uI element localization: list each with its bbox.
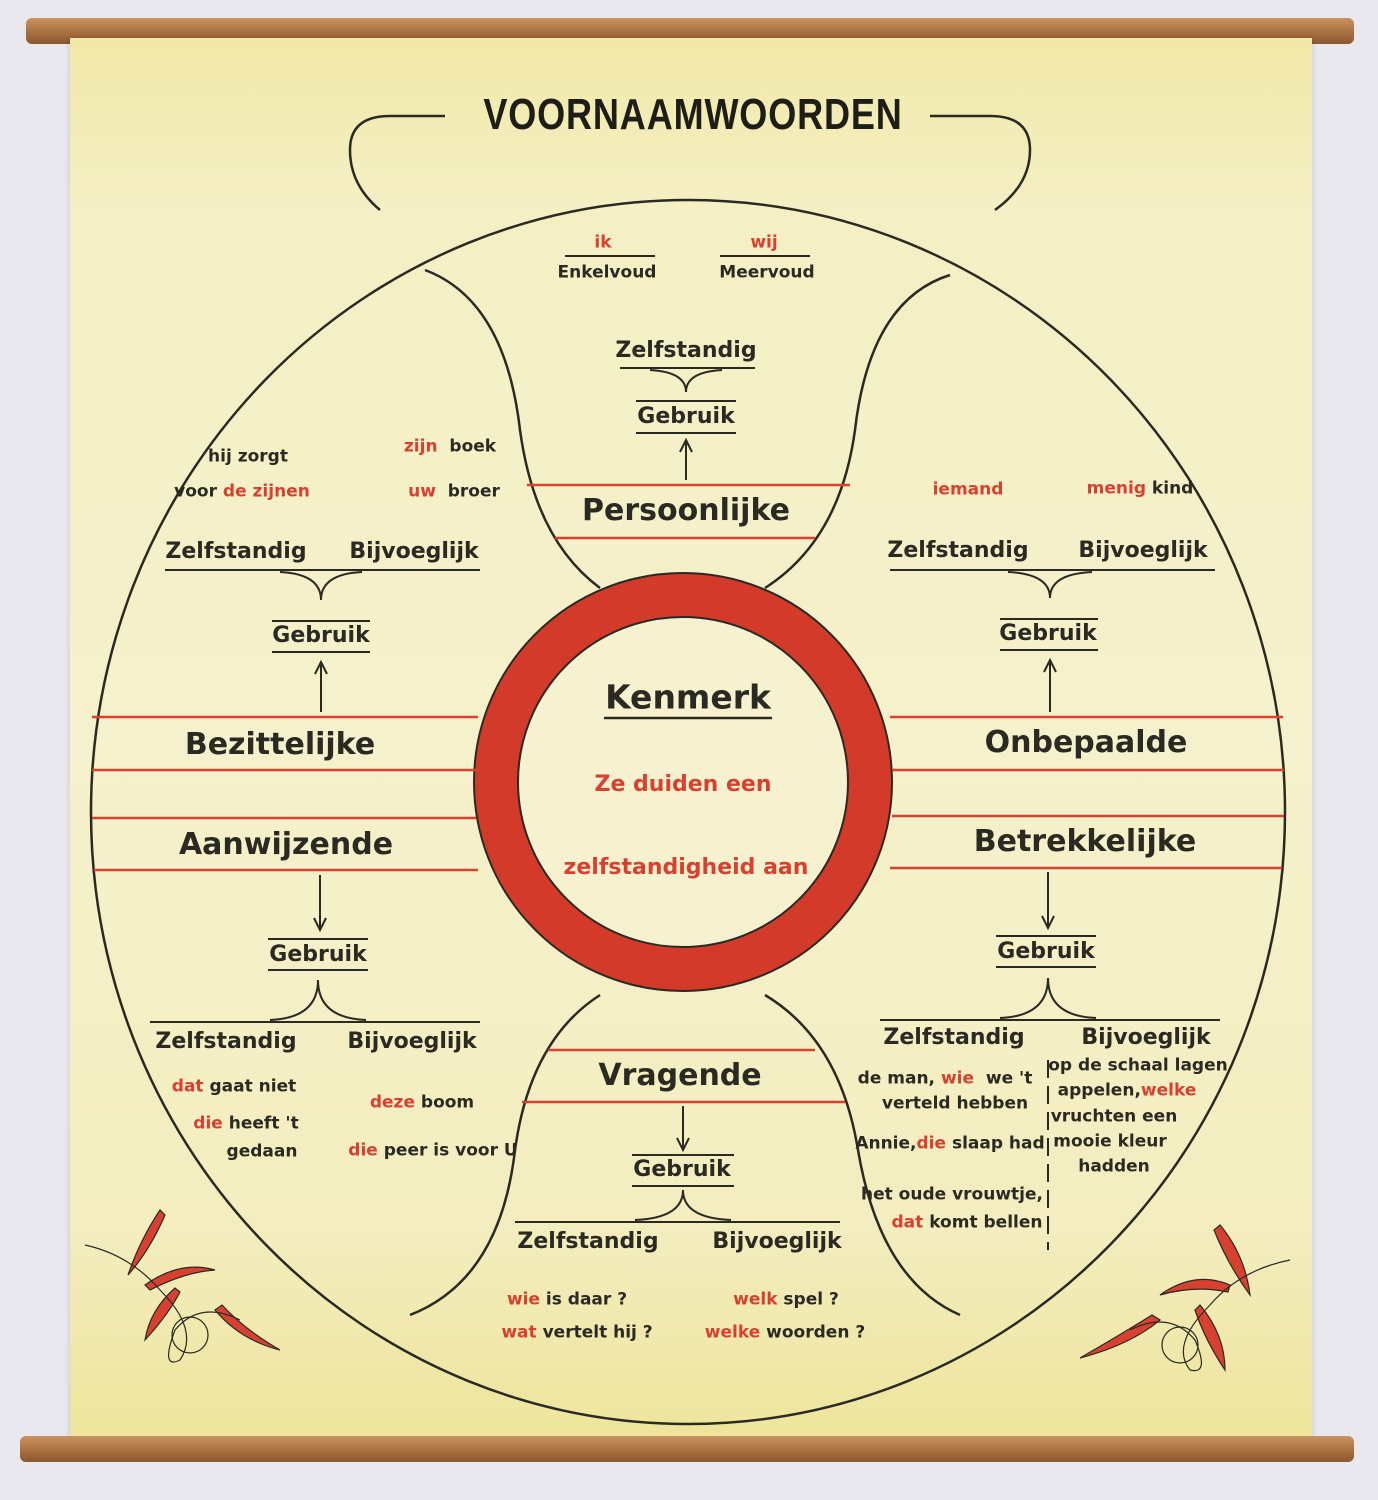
example-op-de-schaal: op de schaal lagen — [1048, 1055, 1228, 1076]
curve-top-right — [764, 273, 951, 590]
example-uw-broer: uw broer — [408, 481, 500, 502]
aanwijzende-bijvoeglijk: Bijvoeglijk — [347, 1029, 477, 1054]
example-het-oude-vrouwtje: het oude vrouwtje, — [861, 1184, 1043, 1205]
category-bezittelijke: Bezittelijke — [184, 727, 376, 762]
example-die-heeft-t: die heeft 't — [193, 1113, 299, 1134]
example-dat-gaat-niet: dat gaat niet — [171, 1076, 297, 1097]
title-bracket-left — [348, 114, 445, 211]
example-welk-spel: welk spel ? — [733, 1289, 839, 1310]
category-vragende: Vragende — [598, 1058, 762, 1093]
flower-ornament-left — [84, 1209, 281, 1363]
example-ik: ik — [594, 232, 612, 253]
label-enkelvoud: Enkelvoud — [557, 262, 657, 283]
vragende-zelfstandig: Zelfstandig — [517, 1229, 659, 1254]
onbepaalde-gebruik: Gebruik — [999, 621, 1097, 646]
example-hij-zorgt: hij zorgt — [208, 446, 288, 467]
center-red-ring — [474, 573, 892, 991]
curve-top-left — [424, 268, 601, 590]
example-deze-boom: deze boom — [369, 1092, 475, 1113]
example-die-peer: die peer is voor U — [348, 1140, 518, 1161]
vragende-gebruik: Gebruik — [633, 1157, 731, 1182]
label-meervoud: Meervoud — [719, 262, 815, 283]
example-zijn-boek: zijn boek — [403, 436, 497, 457]
category-aanwijzende: Aanwijzende — [178, 827, 394, 862]
example-wie-is-daar: wie is daar ? — [506, 1289, 628, 1310]
bottom-roller — [20, 1436, 1354, 1462]
center-line-1: Ze duiden een — [594, 772, 772, 797]
example-vruchten-een: vruchten een — [1050, 1106, 1178, 1127]
betrekkelijke-zelfstandig: Zelfstandig — [883, 1025, 1025, 1050]
persoonlijke-zelfstandig: Zelfstandig — [615, 338, 757, 363]
persoonlijke-gebruik: Gebruik — [637, 404, 735, 429]
example-annie-die: Annie,die slaap had — [855, 1133, 1045, 1154]
example-wat-vertelt-hij: wat vertelt hij ? — [501, 1322, 653, 1343]
example-hadden: hadden — [1078, 1156, 1150, 1177]
vragende-bijvoeglijk: Bijvoeglijk — [712, 1229, 842, 1254]
aanwijzende-gebruik: Gebruik — [269, 942, 367, 967]
example-voor-de-zijnen: voor de zijnen — [174, 481, 310, 502]
flower-ornament-right — [1079, 1224, 1291, 1372]
category-onbepaalde: Onbepaalde — [984, 725, 1188, 760]
example-appelen-welke: appelen,welke — [1057, 1080, 1197, 1101]
center-line-2: zelfstandigheid aan — [563, 855, 809, 880]
curve-bottom-right — [764, 993, 961, 1317]
category-persoonlijke: Persoonlijke — [582, 493, 790, 528]
example-welke-woorden: welke woorden ? — [704, 1322, 866, 1343]
example-mooie-kleur: mooie kleur — [1053, 1131, 1167, 1152]
onbepaalde-bijvoeglijk: Bijvoeglijk — [1078, 538, 1208, 563]
betrekkelijke-bijvoeglijk: Bijvoeglijk — [1081, 1025, 1211, 1050]
example-menig-kind: menig kind — [1086, 478, 1194, 499]
center-heading: Kenmerk — [605, 677, 771, 717]
example-gedaan: gedaan — [226, 1141, 298, 1162]
curve-bottom-left — [409, 993, 601, 1317]
example-iemand: iemand — [932, 479, 1004, 500]
outer-circle — [89, 198, 1287, 1426]
example-dat-komt-bellen: dat komt bellen — [891, 1212, 1043, 1233]
title-bracket-right — [930, 114, 1032, 212]
bezittelijke-gebruik: Gebruik — [272, 623, 370, 648]
category-betrekkelijke: Betrekkelijke — [973, 824, 1197, 859]
onbepaalde-zelfstandig: Zelfstandig — [887, 538, 1029, 563]
bezittelijke-bijvoeglijk: Bijvoeglijk — [349, 539, 479, 564]
example-de-man-wie: de man, wie we 't — [857, 1068, 1033, 1089]
betrekkelijke-gebruik: Gebruik — [997, 939, 1095, 964]
example-wij: wij — [750, 232, 778, 253]
bezittelijke-zelfstandig: Zelfstandig — [165, 539, 307, 564]
chart-title: VOORNAAMWOORDEN — [483, 90, 903, 139]
aanwijzende-zelfstandig: Zelfstandig — [155, 1029, 297, 1054]
example-verteld-hebben: verteld hebben — [881, 1093, 1029, 1114]
